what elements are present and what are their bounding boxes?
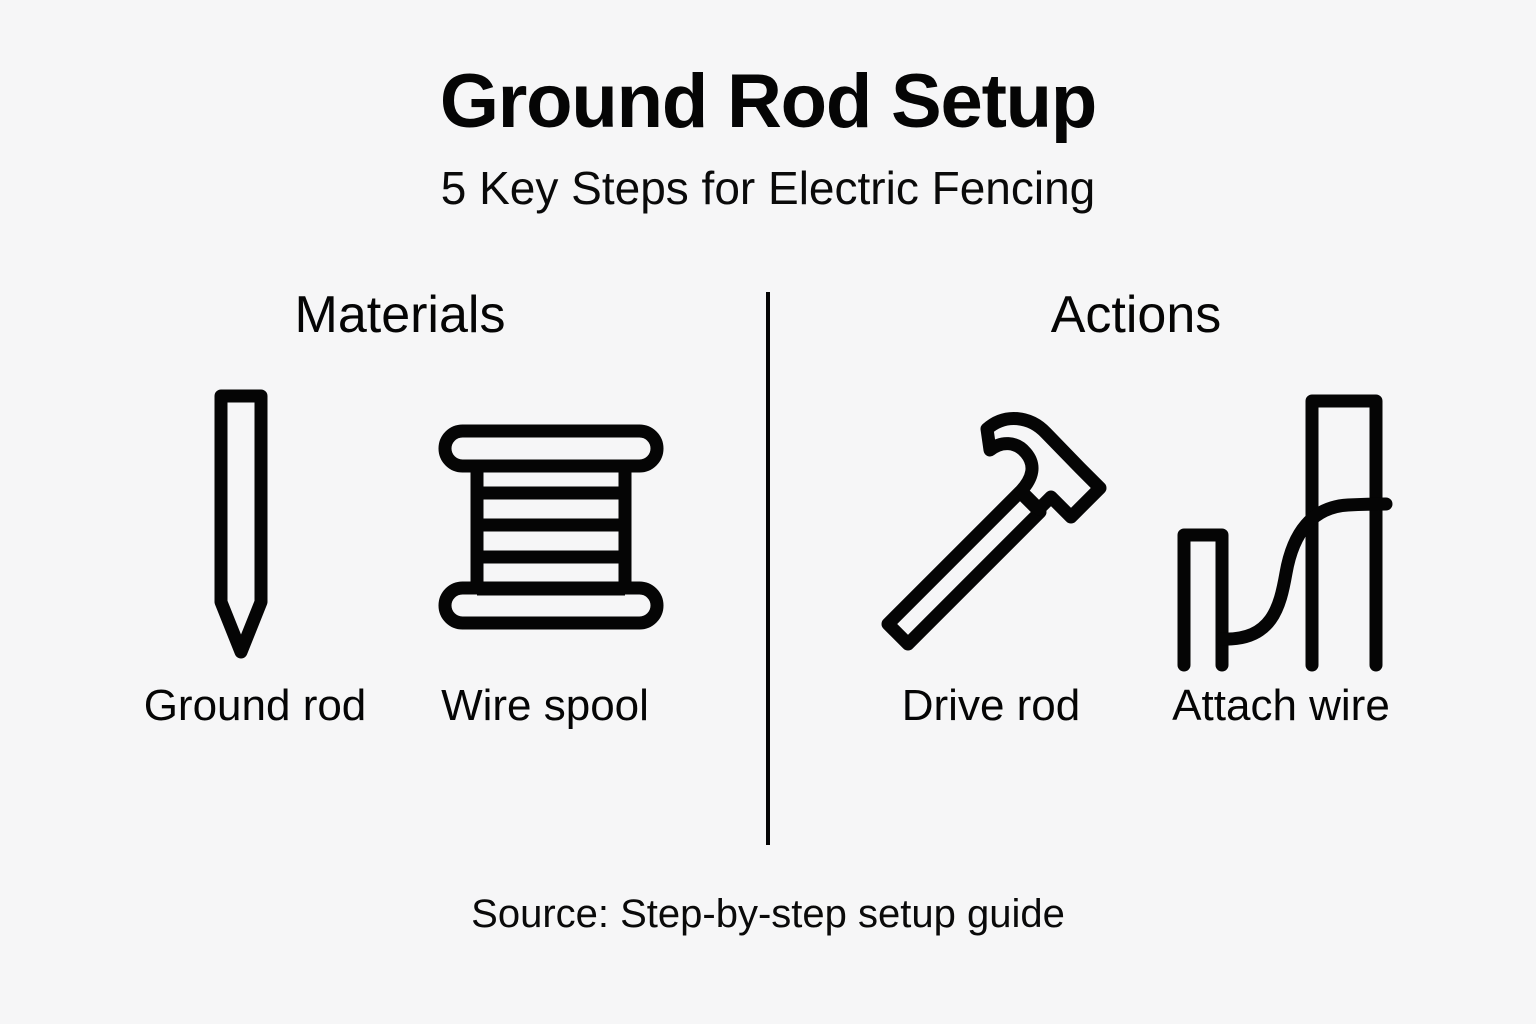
ground-rod-icon bbox=[111, 375, 371, 675]
item-ground-rod: Ground rod bbox=[110, 369, 400, 730]
item-label-ground-rod: Ground rod bbox=[143, 680, 367, 730]
source-footer: Source: Step-by-step setup guide bbox=[471, 892, 1065, 936]
column-heading-materials: Materials bbox=[294, 286, 506, 344]
actions-item-list: Drive rod Attach wire bbox=[776, 369, 1496, 730]
item-attach-wire: Attach wire bbox=[1136, 369, 1426, 730]
post-and-wire-icon bbox=[1157, 377, 1417, 677]
item-label-drive-rod: Drive rod bbox=[901, 680, 1081, 730]
hammer-icon bbox=[865, 377, 1125, 677]
wire-spool-icon bbox=[421, 387, 681, 687]
materials-item-list: Ground rod bbox=[40, 369, 760, 730]
item-drive-rod: Drive rod bbox=[846, 369, 1136, 730]
item-label-wire-spool: Wire spool bbox=[441, 680, 649, 730]
column-divider bbox=[766, 292, 770, 845]
item-wire-spool: Wire spool bbox=[400, 369, 690, 730]
column-materials: Materials Ground rod bbox=[40, 288, 760, 730]
column-actions: Actions Drive rod bbox=[776, 288, 1496, 730]
page-title: Ground Rod Setup bbox=[439, 59, 1097, 144]
item-label-attach-wire: Attach wire bbox=[1172, 680, 1390, 730]
header: Ground Rod Setup 5 Key Steps for Electri… bbox=[0, 62, 1536, 214]
column-heading-actions: Actions bbox=[1050, 286, 1222, 344]
page-subtitle: 5 Key Steps for Electric Fencing bbox=[440, 162, 1096, 215]
